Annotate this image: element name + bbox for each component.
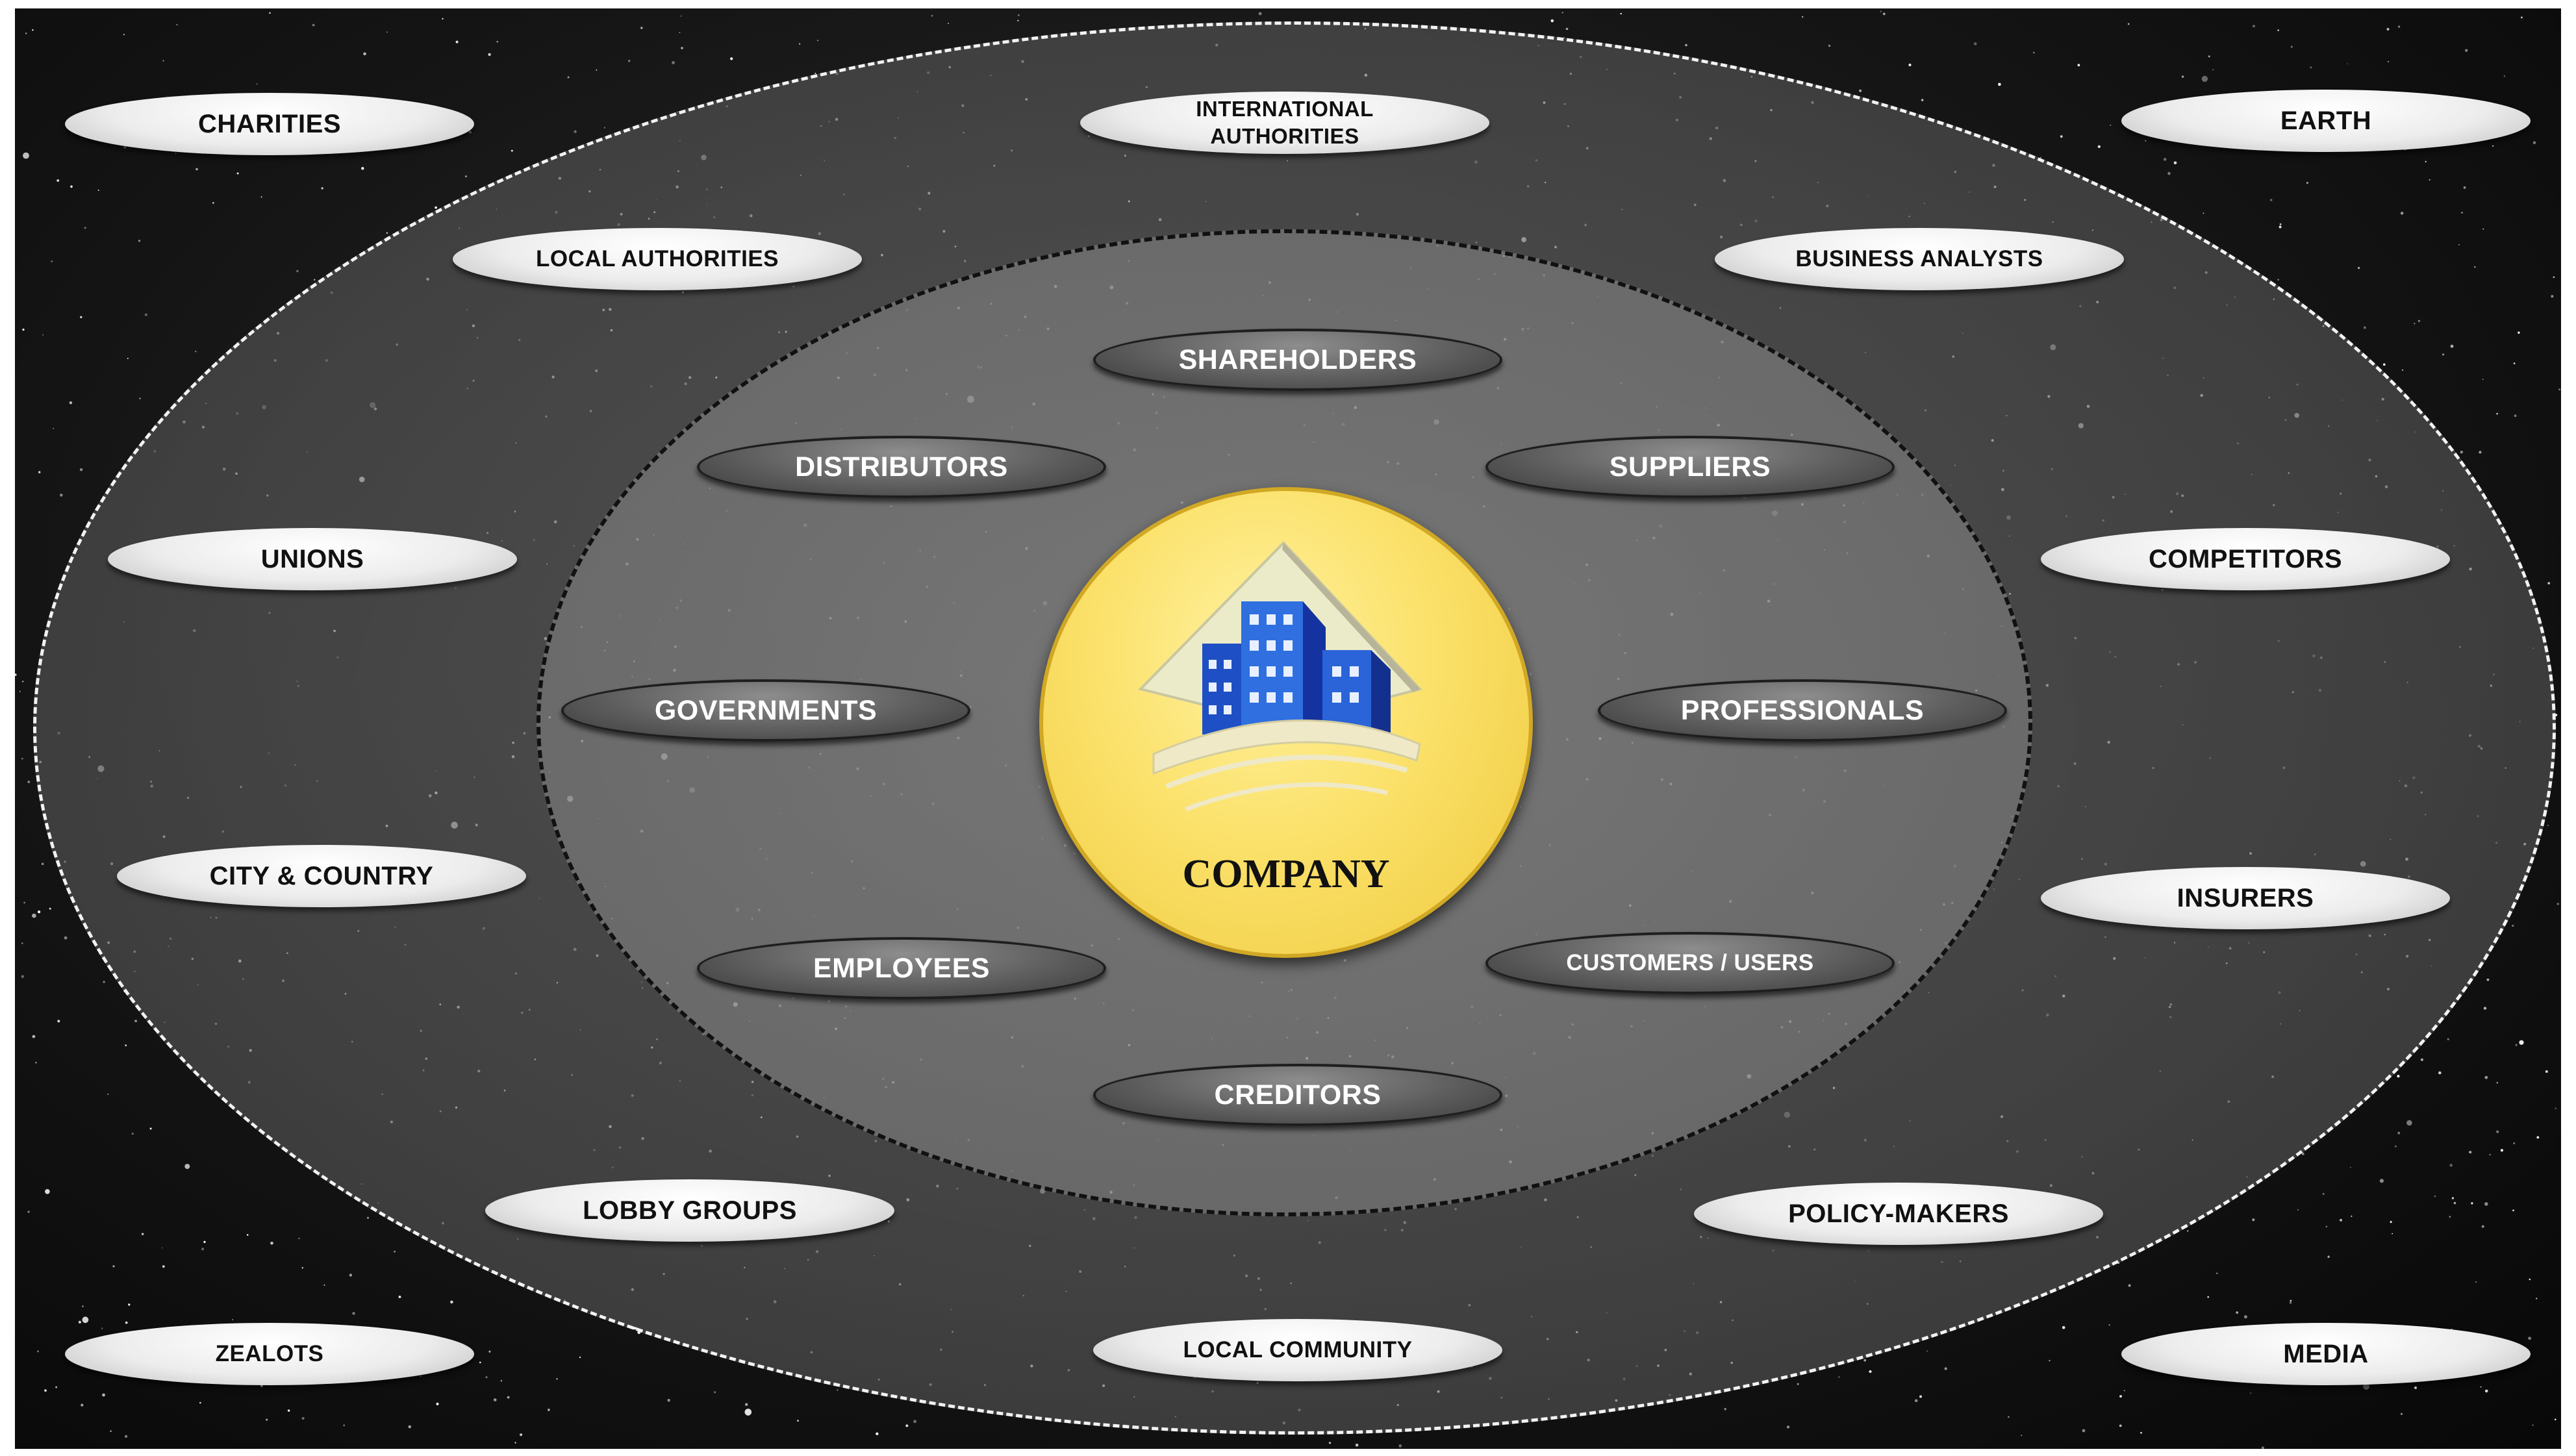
- company-label: COMPANY: [1182, 852, 1390, 896]
- company-building-icon: [1138, 541, 1422, 812]
- stakeholder-distributors: DISTRIBUTORS: [697, 436, 1106, 498]
- stakeholder-professionals: PROFESSIONALS: [1598, 679, 2007, 742]
- stakeholder-governments: GOVERNMENTS: [561, 679, 970, 742]
- stakeholder-employees: EMPLOYEES: [697, 937, 1106, 999]
- stakeholder-local-authorities: LOCAL AUTHORITIES: [453, 228, 862, 290]
- stakeholder-earth: EARTH: [2121, 90, 2531, 152]
- stakeholder-creditors: CREDITORS: [1093, 1064, 1502, 1126]
- stakeholder-suppliers: SUPPLIERS: [1485, 436, 1895, 498]
- stakeholder-competitors: COMPETITORS: [2041, 528, 2450, 590]
- stakeholder-lobby-groups: LOBBY GROUPS: [485, 1179, 894, 1242]
- stakeholder-charities: CHARITIES: [65, 93, 474, 155]
- stakeholder-unions: UNIONS: [108, 528, 517, 590]
- stakeholder-international-authorities: INTERNATIONAL AUTHORITIES: [1080, 92, 1489, 154]
- stakeholder-customers-users: CUSTOMERS / USERS: [1485, 932, 1895, 994]
- stakeholder-zealots: ZEALOTS: [65, 1323, 474, 1385]
- stakeholder-shareholders: SHAREHOLDERS: [1093, 329, 1502, 391]
- stakeholder-diagram: CHARITIES EARTH ZEALOTS MEDIA INTERNATIO…: [15, 8, 2561, 1449]
- stakeholder-local-community: LOCAL COMMUNITY: [1093, 1319, 1502, 1381]
- stakeholder-insurers: INSURERS: [2041, 867, 2450, 929]
- stakeholder-business-analysts: BUSINESS ANALYSTS: [1715, 228, 2124, 290]
- stakeholder-media: MEDIA: [2121, 1323, 2531, 1385]
- stakeholder-city-country: CITY & COUNTRY: [117, 845, 526, 907]
- company-center: COMPANY: [1039, 487, 1533, 958]
- stakeholder-policy-makers: POLICY-MAKERS: [1694, 1183, 2103, 1245]
